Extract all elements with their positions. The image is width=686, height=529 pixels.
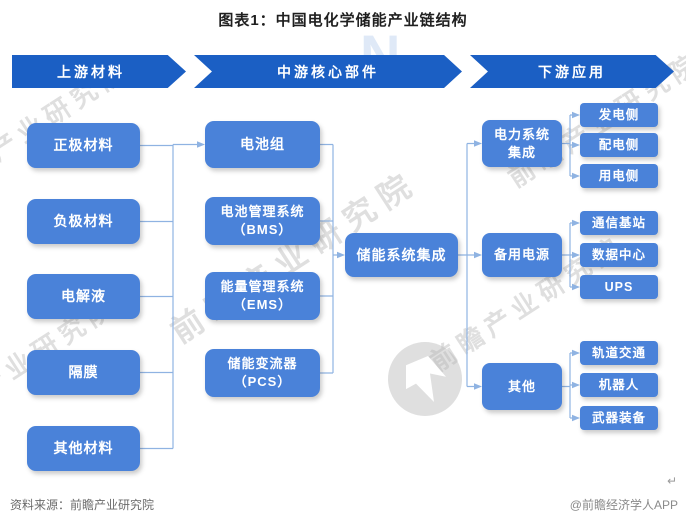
box-label: 发电侧 (598, 107, 640, 122)
downstream-group-box: 备用电源 (482, 233, 562, 277)
box-label: 其他材料 (53, 440, 114, 457)
midstream-box: 电池管理系统 （BMS） (205, 197, 320, 245)
application-box: UPS (580, 275, 658, 299)
application-box: 通信基站 (580, 211, 658, 235)
box-label: 其他 (507, 378, 536, 394)
box-label: 备用电源 (493, 247, 550, 263)
upstream-box: 其他材料 (27, 426, 140, 471)
return-mark: ↵ (667, 474, 678, 488)
box-label: 电池管理系统 (220, 204, 305, 220)
upstream-box: 正极材料 (27, 123, 140, 168)
application-box: 数据中心 (580, 243, 658, 267)
box-label: 隔膜 (68, 364, 99, 381)
box-label: 数据中心 (591, 247, 646, 262)
box-label: 通信基站 (591, 215, 646, 230)
application-box: 配电侧 (580, 133, 658, 157)
midstream-box: 储能变流器 （PCS） (205, 349, 320, 397)
upstream-box: 负极材料 (27, 199, 140, 244)
upstream-box: 隔膜 (27, 350, 140, 395)
application-box: 机器人 (580, 373, 658, 397)
footer-source: 资料来源：前瞻产业研究院 (10, 498, 155, 512)
downstream-group-box: 电力系统 集成 (482, 120, 562, 167)
stage-banner-label: 上游材料 (57, 63, 125, 80)
box-label: UPS (604, 279, 634, 294)
footer-credit: @前瞻经济学人APP (569, 498, 678, 512)
midstream-box: 电池组 (205, 121, 320, 168)
upstream-box: 电解液 (27, 274, 140, 319)
box-label: 能量管理系统 (220, 279, 305, 295)
box-label: 用电侧 (598, 168, 640, 183)
box-sublabel: （PCS） (233, 374, 292, 389)
application-box: 武器装备 (580, 406, 658, 430)
box-label: 储能系统集成 (356, 246, 447, 263)
box-label: 负极材料 (53, 213, 114, 230)
box-label: 电力系统 (493, 126, 550, 142)
chart-title: 图表1：中国电化学储能产业链结构 (218, 12, 468, 29)
stage-banner-midstream: 中游核心部件 (194, 55, 462, 88)
box-label: 电池组 (240, 136, 285, 153)
integration-box: 储能系统集成 (345, 233, 458, 277)
box-sublabel: 集成 (507, 144, 536, 160)
application-box: 用电侧 (580, 164, 658, 188)
stage-banner-upstream: 上游材料 (12, 55, 186, 88)
application-box: 发电侧 (580, 103, 658, 127)
box-label: 正极材料 (53, 137, 114, 154)
application-box: 轨道交通 (580, 341, 658, 365)
box-label: 配电侧 (598, 137, 640, 152)
stage-banner-label: 下游应用 (538, 63, 606, 80)
box-sublabel: （BMS） (232, 222, 293, 237)
box-label: 武器装备 (591, 410, 646, 425)
midstream-box: 能量管理系统 （EMS） (205, 272, 320, 320)
box-label: 轨道交通 (591, 345, 646, 360)
box-sublabel: （EMS） (232, 297, 293, 312)
box-label: 机器人 (598, 377, 640, 392)
box-label: 储能变流器 (227, 356, 298, 372)
box-label: 电解液 (61, 288, 106, 305)
stage-banner-downstream: 下游应用 (470, 55, 674, 88)
stage-banner-label: 中游核心部件 (277, 63, 379, 80)
downstream-group-box: 其他 (482, 363, 562, 410)
